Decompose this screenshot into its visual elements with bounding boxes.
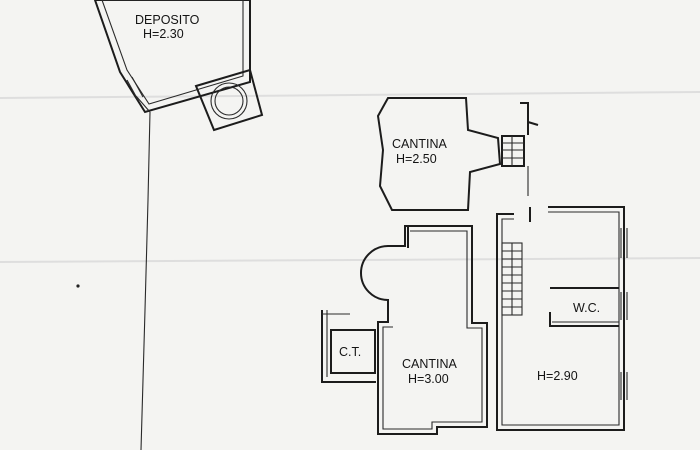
right-building-block xyxy=(496,206,625,431)
paper-fold-line xyxy=(0,257,700,263)
room-cantina-lower xyxy=(360,225,488,435)
corridor-wall xyxy=(527,121,539,126)
room-centrale-termica xyxy=(321,310,376,383)
tank-circle xyxy=(210,82,248,120)
site-boundary-line xyxy=(140,111,151,450)
room-height-cantina-upper: H=2.50 xyxy=(396,152,437,166)
stair-upper xyxy=(501,135,525,167)
room-name-cantina-upper: CANTINA xyxy=(392,137,448,151)
room-name-deposito: DEPOSITO xyxy=(135,13,200,27)
room-wc xyxy=(549,287,619,327)
paper-fold-line xyxy=(0,91,700,99)
room-height-cantina-lower: H=3.00 xyxy=(408,372,449,386)
tank-annex xyxy=(194,68,264,132)
room-height-vano: H=2.90 xyxy=(537,369,578,383)
staircase-main xyxy=(501,242,523,316)
site-boundary-line xyxy=(135,95,151,113)
room-cantina-upper xyxy=(376,97,502,211)
room-height-deposito: H=2.30 xyxy=(143,27,184,41)
corridor-wall xyxy=(520,102,529,135)
room-name-wc: W.C. xyxy=(573,301,600,315)
room-name-cantina-lower: CANTINA xyxy=(402,357,458,371)
room-name-ct: C.T. xyxy=(339,345,361,359)
plan-dot-mark xyxy=(76,284,80,288)
window-marks xyxy=(620,228,628,400)
